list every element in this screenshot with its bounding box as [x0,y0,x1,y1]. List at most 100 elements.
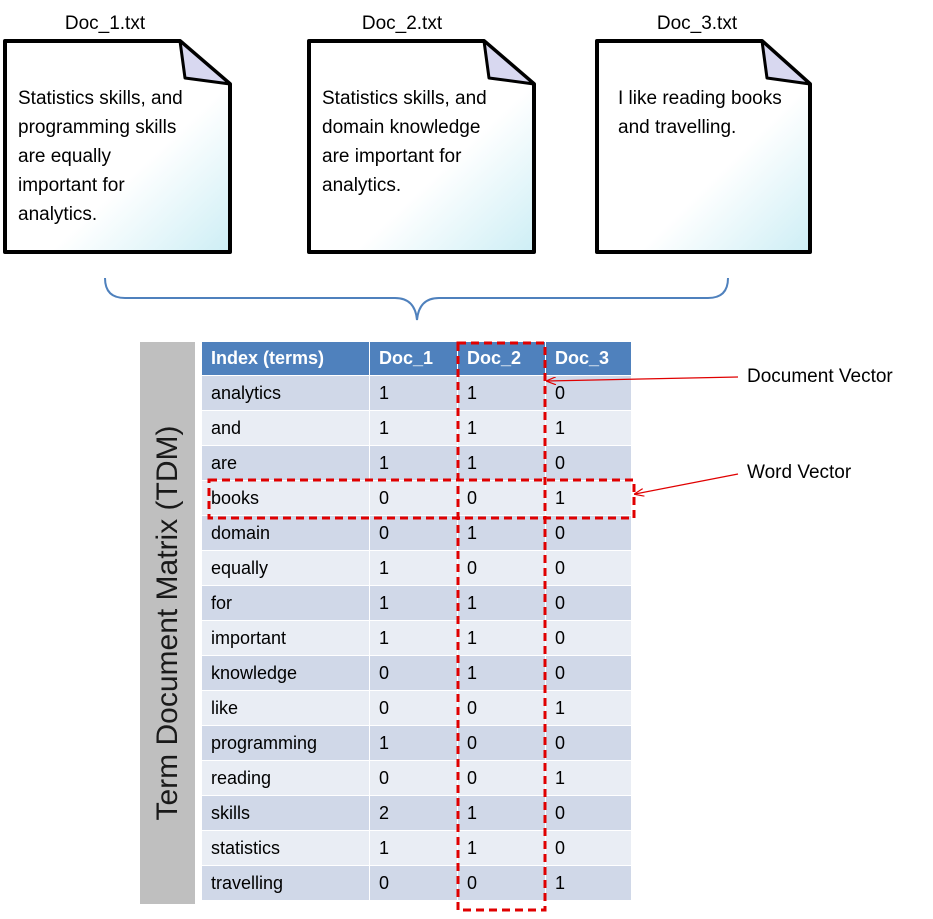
count-cell: 1 [458,586,546,621]
doc-1-line: are equally [18,146,111,167]
count-cell: 1 [370,621,458,656]
term-cell: statistics [202,831,370,866]
count-cell: 0 [370,481,458,516]
doc-1-filename: Doc_1.txt [64,13,146,34]
doc-1-content: Statistics skills, and programming skill… [18,84,218,229]
doc-1-line: important for [18,175,125,196]
doc-1-file-icon: Statistics skills, and programming skill… [2,38,232,256]
count-cell: 1 [458,656,546,691]
count-cell: 0 [370,866,458,901]
doc-2-line: analytics. [322,175,402,196]
doc-2-line: Statistics skills, and [322,88,487,109]
term-cell: important [202,621,370,656]
term-cell: equally [202,551,370,586]
document-vector-label: Document Vector [747,366,893,387]
count-cell: 1 [370,411,458,446]
count-cell: 1 [370,551,458,586]
count-cell: 1 [370,446,458,481]
count-cell: 0 [458,691,546,726]
grouping-brace [104,277,729,321]
count-cell: 0 [546,656,632,691]
doc-2-content: Statistics skills, and domain knowledge … [322,84,522,200]
count-cell: 1 [546,411,632,446]
doc-1-line: programming skills [18,117,177,138]
doc-2-filename: Doc_2.txt [361,13,443,34]
term-cell: travelling [202,866,370,901]
header-doc-1: Doc_1 [370,342,458,376]
count-cell: 0 [546,796,632,831]
tdm-label-text: Term Document Matrix (TDM) [150,425,184,821]
word-vector-arrow [635,473,739,494]
doc-3-file-icon: I like reading books and travelling. [594,38,814,256]
doc-1-line: Statistics skills, and [18,88,183,109]
term-cell: analytics [202,376,370,411]
count-cell: 0 [370,656,458,691]
term-cell: reading [202,761,370,796]
count-cell: 1 [370,831,458,866]
count-cell: 0 [370,516,458,551]
count-cell: 0 [546,621,632,656]
header-doc-2: Doc_2 [458,342,546,376]
count-cell: 0 [458,481,546,516]
header-index-terms: Index (terms) [202,342,370,376]
term-cell: skills [202,796,370,831]
tdm-header-row: Index (terms) Doc_1 Doc_2 Doc_3 [202,342,632,376]
doc-1-line: analytics. [18,204,98,225]
term-cell: books [202,481,370,516]
count-cell: 2 [370,796,458,831]
count-cell: 1 [458,376,546,411]
count-cell: 0 [458,761,546,796]
count-cell: 0 [546,726,632,761]
term-cell: like [202,691,370,726]
count-cell: 0 [546,551,632,586]
doc-3-content: I like reading books and travelling. [618,84,818,142]
count-cell: 0 [546,516,632,551]
count-cell: 1 [546,866,632,901]
count-cell: 1 [458,446,546,481]
count-cell: 1 [458,621,546,656]
term-cell: are [202,446,370,481]
doc-3-line: and travelling. [618,117,737,138]
term-cell: domain [202,516,370,551]
count-cell: 1 [458,411,546,446]
count-cell: 1 [546,761,632,796]
count-cell: 1 [546,481,632,516]
header-doc-3: Doc_3 [546,342,632,376]
tdm-side-label: Term Document Matrix (TDM) [140,342,195,904]
term-cell: for [202,586,370,621]
count-cell: 1 [370,376,458,411]
count-cell: 0 [370,691,458,726]
term-cell: knowledge [202,656,370,691]
count-cell: 1 [458,796,546,831]
term-cell: and [202,411,370,446]
count-cell: 1 [370,586,458,621]
doc-2-line: domain knowledge [322,117,481,138]
doc-2-line: are important for [322,146,462,167]
count-cell: 0 [458,726,546,761]
count-cell: 0 [546,586,632,621]
count-cell: 0 [546,376,632,411]
doc-3-line: I like reading books [618,88,782,109]
doc-3-filename: Doc_3.txt [656,13,738,34]
count-cell: 1 [458,516,546,551]
count-cell: 1 [546,691,632,726]
count-cell: 0 [546,446,632,481]
count-cell: 0 [546,831,632,866]
word-vector-label: Word Vector [747,462,852,483]
doc-2-file-icon: Statistics skills, and domain knowledge … [306,38,536,256]
